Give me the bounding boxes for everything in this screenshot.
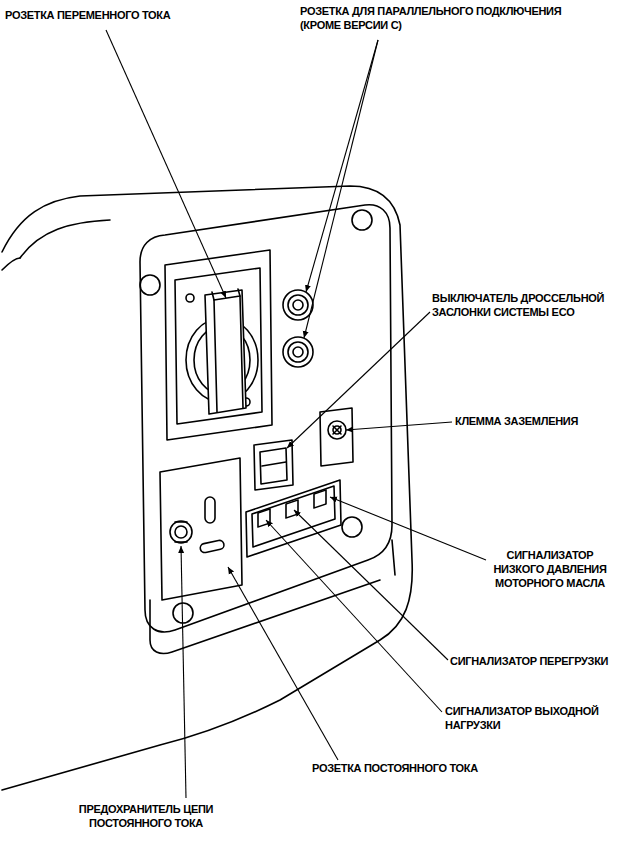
part-label: КЛЕММА ЗАЗЕМЛЕНИЯ — [455, 414, 578, 428]
part-label: РОЗЕТКА ПЕРЕМЕННОГО ТОКА — [5, 8, 170, 22]
part-label: РОЗЕТКА ДЛЯ ПАРАЛЛЕЛЬНОГО ПОДКЛЮЧЕНИЯ (К… — [300, 4, 600, 32]
part-label: ВЫКЛЮЧАТЕЛЬ ДРОССЕЛЬНОЙ ЗАСЛОНКИ СИСТЕМЫ… — [432, 291, 614, 319]
part-label: РОЗЕТКА ПОСТОЯННОГО ТОКА — [312, 761, 478, 775]
part-label: СИГНАЛИЗАТОР ВЫХОДНОЙ НАГРУЗКИ — [445, 704, 613, 732]
part-label: СИГНАЛИЗАТОР ПЕРЕГРУЗКИ — [450, 654, 608, 668]
part-label: ПРЕДОХРАНИТЕЛЬ ЦЕПИ ПОСТОЯННОГО ТОКА — [66, 802, 226, 830]
part-label: СИГНАЛИЗАТОР НИЗКОГО ДАВЛЕНИЯ МОТОРНОГО … — [486, 548, 614, 590]
